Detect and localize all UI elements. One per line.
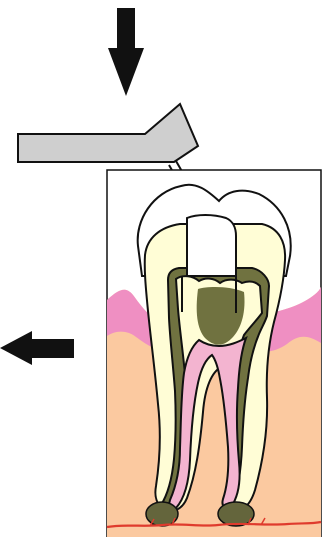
arrow-down-icon	[108, 8, 144, 96]
cavity-preparation	[187, 215, 236, 276]
arrow-left-icon	[0, 331, 74, 365]
tooth-cross-section	[107, 170, 321, 537]
